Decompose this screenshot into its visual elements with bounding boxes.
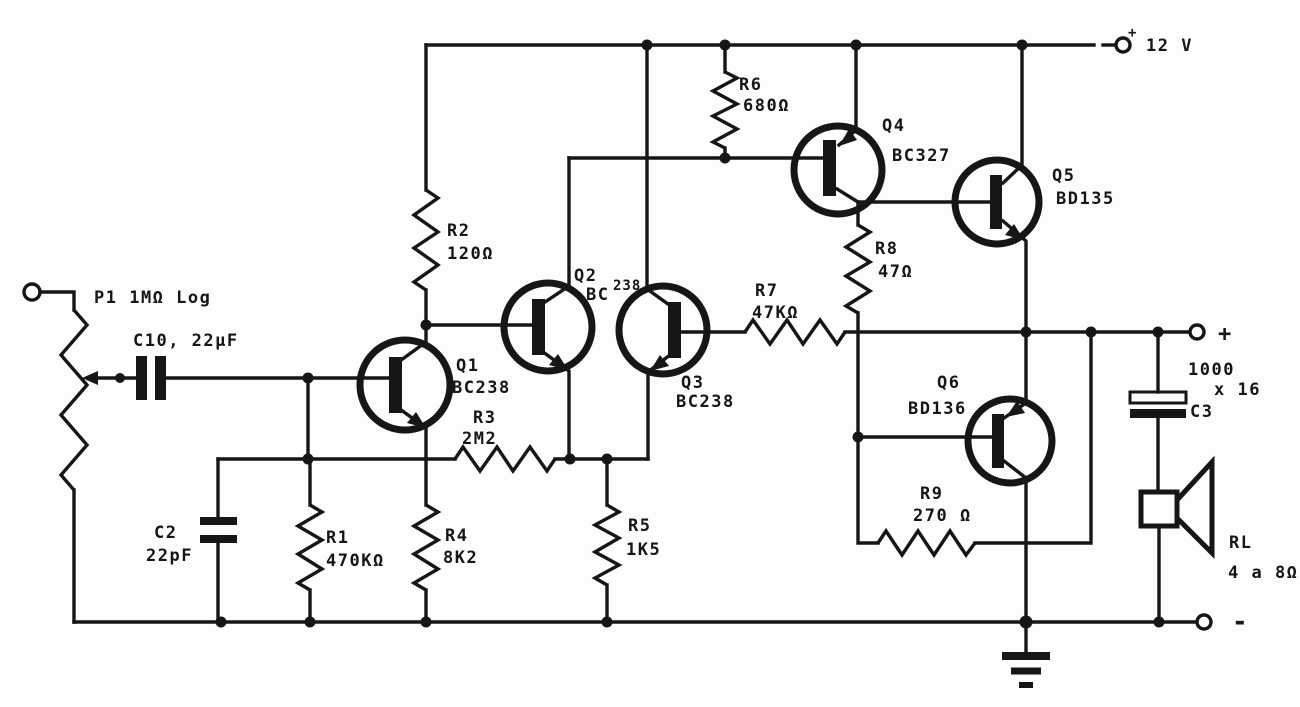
label-c2-name: C2 [154,523,177,543]
output-minus-terminal [1195,613,1213,631]
label-q1-part: BC238 [452,378,511,398]
resistor-R9: R9 270 Ω [856,330,1093,559]
label-c3-value2: x 16 [1214,380,1261,400]
label-c3-value1: 1000 [1188,360,1235,380]
transistor-Q3: Q3 BC238 [615,39,747,461]
transistor-Q4: Q4 BC327 [567,39,992,218]
label-r9-name: R9 [920,484,943,504]
supply-terminal [1114,36,1132,54]
label-r7-value: 47KΩ [752,303,799,323]
label-r4-value: 8K2 [443,548,478,568]
label-r6-value: 680Ω [743,96,790,116]
label-q2-part-prefix: BC [586,285,609,305]
label-q6-name: Q6 [937,373,960,393]
resistor-R4: R4 8K2 [410,503,478,624]
q1-emitter-arrow-icon [407,412,426,428]
transistor-Q5: Q5 BD135 [951,39,1115,334]
label-r5-name: R5 [628,516,651,536]
q6-emitter-arrow-icon [1006,401,1025,417]
output-terminals: + - [1188,322,1249,637]
label-r8-name: R8 [875,239,898,259]
label-q5-name: Q5 [1052,166,1075,186]
label-r3-name: R3 [473,408,496,428]
input-terminal [22,282,42,302]
label-rl-name: RL [1229,533,1252,553]
capacitor-C2: C2 22pF [146,457,237,624]
label-q4-name: Q4 [882,116,905,136]
label-rl-value: 4 a 8Ω [1228,563,1298,583]
transistor-Q2: Q2 BC 238 [500,156,641,461]
label-r1-name: R1 [326,528,349,548]
resistor-R7: R7 47KΩ [743,281,1192,348]
supply-voltage-label: 12 V [1146,36,1193,56]
label-q2-part-suffix: 238 [613,278,641,294]
q2-emitter-arrow-icon [549,354,568,370]
output-minus-sign: - [1232,607,1249,637]
label-q6-part: BD136 [908,399,967,419]
label-r2-value: 120Ω [447,244,494,264]
label-q5-part: BD135 [1056,189,1115,209]
resistor-R2: R2 120Ω [410,43,494,327]
label-r8-value: 47Ω [878,262,913,282]
label-p1: P1 1MΩ Log [94,288,211,308]
resistor-R5: R5 1K5 [591,457,661,624]
q5-emitter-arrow-icon [1005,224,1024,240]
q3-emitter-arrow-icon [650,355,669,371]
supply-plus-sign: + [1128,25,1137,41]
label-r3-value: 2M2 [462,429,497,449]
resistor-R8: R8 47Ω [842,200,913,443]
capacitor-C10: C10, 22µF [133,331,310,400]
capacitor-C3: C3 1000 x 16 [1128,330,1261,494]
output-plus-sign: + [1218,322,1233,347]
ground-symbol-icon [1002,620,1050,688]
q4-emitter-arrow-icon [839,129,857,146]
label-q3-name: Q3 [681,373,704,393]
label-r4-name: R4 [445,526,468,546]
label-c10: C10, 22µF [133,331,239,351]
label-q3-part: BC238 [676,392,735,412]
label-r6-name: R6 [739,75,762,95]
transistor-Q6: Q6 BD136 [856,330,1056,624]
speaker-RL: RL 4 a 8Ω [1138,455,1298,624]
label-r5-value: 1K5 [626,540,661,560]
ground-rail [72,615,1198,688]
label-c3-name: C3 [1190,402,1213,422]
label-r1-value: 470KΩ [326,551,385,571]
transistor-Q1: Q1 BC238 [306,319,534,507]
resistor-R6: R6 680Ω [709,39,790,164]
resistor-R1: R1 470KΩ [294,457,385,624]
label-q4-part: BC327 [892,146,951,166]
output-plus-terminal [1188,323,1206,341]
label-r7-name: R7 [755,281,778,301]
potentiometer-P1: P1 1MΩ Log [22,282,211,624]
label-r9-value: 270 Ω [913,506,972,526]
supply-rail: + 12 V [424,25,1193,56]
resistor-R3: R3 2M2 [453,408,571,475]
label-q1-name: Q1 [456,356,479,376]
label-c2-value: 22pF [146,546,193,566]
label-q2-name: Q2 [574,266,597,286]
wiper-arrow-icon [82,371,98,385]
label-r2-name: R2 [447,221,470,241]
